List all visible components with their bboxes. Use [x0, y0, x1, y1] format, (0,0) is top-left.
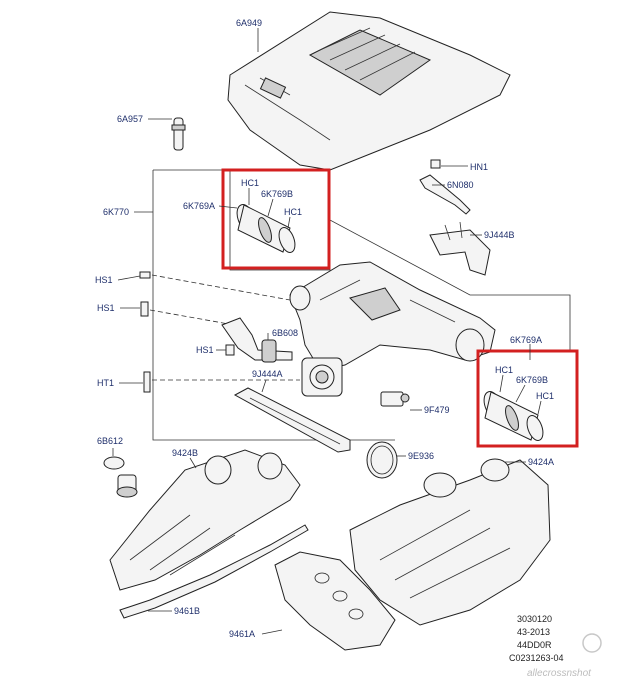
hs1-bolt-c: [225, 344, 235, 356]
ref-line-3: 44DD0R: [517, 640, 552, 650]
highlight-box-left: [221, 168, 331, 270]
label-hc1-right-top: HC1: [495, 365, 513, 375]
label-plenum: 6K770: [103, 207, 129, 217]
label-clamp-left: 6K769B: [261, 189, 293, 199]
hs1-bolt-a: [139, 271, 151, 279]
ref-line-1: 3030120: [517, 614, 552, 624]
label-pcv-valve: 6A957: [117, 114, 143, 124]
sensor-part: [380, 391, 410, 407]
gasket-right-part: [274, 551, 396, 651]
manifold-right-part: [349, 458, 551, 626]
gasket-bracket-part: [233, 387, 351, 453]
label-ht1: HT1: [97, 378, 114, 388]
ht1-stud: [143, 371, 151, 393]
label-engine-cover: 6A949: [236, 18, 262, 28]
pcv-valve-part: [171, 117, 186, 151]
label-hs1-c: HS1: [196, 345, 214, 355]
label-hose-left: 6K769A: [183, 201, 215, 211]
hose-left-part: [236, 204, 296, 253]
hose-right-part: [483, 391, 544, 441]
label-bracket-upper: 6N080: [447, 180, 474, 190]
ref-line-4: C0231263-04: [509, 653, 564, 663]
label-hose-right: 6K769A: [510, 335, 542, 345]
cap-part: [103, 456, 138, 498]
label-cap: 6B612: [97, 436, 123, 446]
ref-line-2: 43-2013: [517, 627, 550, 637]
label-hc1-left-top: HC1: [241, 178, 259, 188]
label-hc1-right-mid: HC1: [536, 391, 554, 401]
label-hs1-b: HS1: [97, 303, 115, 313]
label-clamp-right: 6K769B: [516, 375, 548, 385]
label-sensor: 9F479: [424, 405, 450, 415]
watermark-logo: allecrossnshot: [527, 633, 602, 679]
highlight-box-right: [476, 349, 579, 448]
oring-part: [366, 441, 398, 479]
watermark-text: allecrossnshot: [527, 668, 592, 679]
label-hn1: HN1: [470, 162, 488, 172]
intake-plenum-part: [289, 261, 496, 371]
label-tube: 6B608: [272, 328, 298, 338]
label-hc1-left-mid: HC1: [284, 207, 302, 217]
throttle-body-part: [301, 357, 343, 397]
label-gasket-right: 9461A: [229, 629, 255, 639]
hs1-bolt-b: [140, 301, 149, 317]
label-gasket-bracket: 9J444A: [252, 369, 283, 379]
gasket-left-part: [119, 524, 309, 619]
engine-cover-part: [227, 11, 511, 171]
bracket-part: [419, 159, 491, 276]
label-manifold-right: 9424A: [528, 457, 554, 467]
label-hs1-a: HS1: [95, 275, 113, 285]
label-manifold-left: 9424B: [172, 448, 198, 458]
manifold-left-part: [109, 449, 301, 591]
label-gasket-left: 9461B: [174, 606, 200, 616]
label-oring: 9E936: [408, 451, 434, 461]
label-bracket-lower: 9J444B: [484, 230, 515, 240]
tube-part: [221, 317, 293, 363]
